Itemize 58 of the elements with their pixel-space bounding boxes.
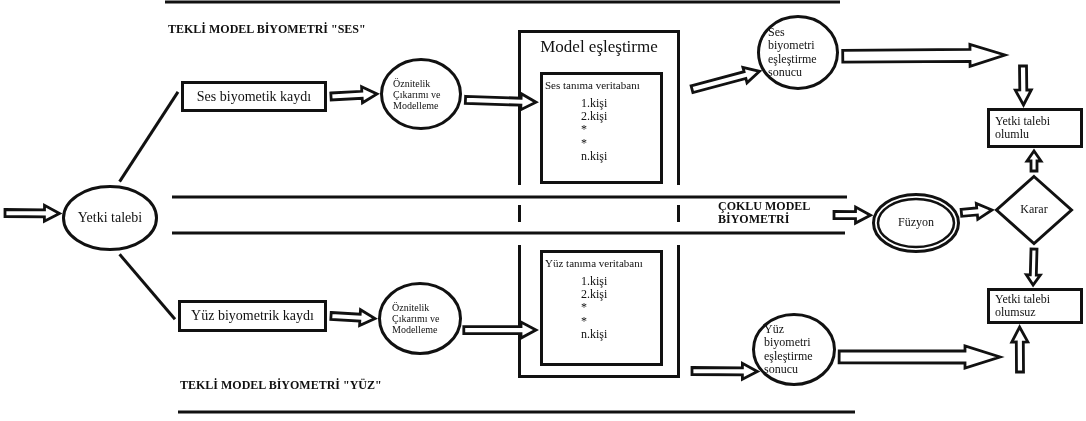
list-item: * [580, 314, 588, 328]
list-item: n.kişi [580, 149, 609, 164]
result-circle [757, 15, 839, 90]
node-label: Ses biyometik kaydı [196, 88, 312, 105]
node-label: Öznitelik Çıkarımı ve Modelleme [393, 77, 442, 111]
database-box [540, 250, 663, 366]
matching-frame [518, 30, 680, 378]
list-item: * [580, 123, 587, 137]
connector-line [118, 91, 180, 183]
list-item: 1.kişi [580, 97, 609, 111]
list-item: * [580, 136, 588, 150]
database-title: Ses tanıma veritabanı [544, 79, 641, 92]
node-label: Yüz biyometri eşleştirme sonucu [764, 323, 814, 376]
node-label: Yetki talebi olumlu [995, 114, 1052, 142]
node-label: Öznitelik Çıkarımı ve Modelleme [392, 302, 441, 335]
node-label: Yüz biyometrik kaydı [191, 308, 314, 324]
connector-line [118, 253, 177, 321]
node-label: Ses biyometri eşleştirme sonucu [768, 26, 818, 79]
list-item: 2.kişi [580, 110, 609, 124]
process-box [181, 81, 327, 112]
database-box [540, 72, 663, 184]
band-heading: TEKLİ MODEL BİYOMETRİ "SES" [168, 22, 366, 37]
block-arrow [832, 204, 874, 226]
process-circle [380, 58, 462, 130]
result-circle [752, 313, 836, 386]
block-arrow [462, 319, 539, 341]
block-arrow [1024, 148, 1044, 173]
block-arrow [329, 307, 378, 328]
node-label: Karar [1020, 203, 1048, 217]
decision-diamond [995, 175, 1073, 245]
node-label: Füzyon [898, 216, 934, 230]
block-arrow [837, 344, 1005, 370]
block-arrow [329, 84, 380, 106]
block-arrow [689, 65, 763, 95]
list-item: n.kişi [580, 327, 609, 342]
block-arrow [1009, 324, 1031, 374]
block-arrow [1012, 64, 1034, 108]
process-circle [378, 282, 462, 355]
block-arrow [3, 202, 63, 224]
start-ellipse [62, 185, 158, 251]
list-item: 2.kişi [580, 288, 609, 302]
block-arrow [959, 201, 995, 222]
node-label: Yetki talebi [77, 210, 143, 226]
block-arrow [463, 91, 539, 112]
process-box [178, 300, 327, 332]
band-title: ÇOKLU MODEL BİYOMETRİ [718, 200, 830, 230]
block-arrow [690, 360, 761, 382]
node-label: Yetki talebi olumsuz [995, 292, 1052, 320]
list-item: * [580, 301, 587, 315]
frame-title: Model eşleştirme [540, 38, 658, 57]
block-arrow [1023, 247, 1043, 288]
fusion-ellipse [872, 193, 960, 253]
result-box [987, 288, 1083, 324]
database-title: Yüz tanıma veritabanı [544, 257, 644, 270]
block-arrow [841, 42, 1010, 69]
band-heading: TEKLİ MODEL BİYOMETRİ "YÜZ" [180, 378, 382, 393]
list-item: 1.kişi [580, 275, 609, 289]
result-box [987, 108, 1083, 148]
